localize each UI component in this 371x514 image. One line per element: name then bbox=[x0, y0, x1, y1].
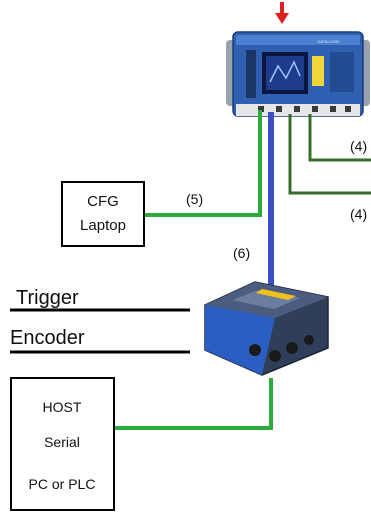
cable-host-green bbox=[115, 378, 273, 430]
cable-output-top bbox=[308, 114, 371, 162]
cfg-laptop-box bbox=[61, 181, 145, 247]
cable-output-bottom bbox=[288, 114, 371, 195]
controller-brand-label: DATALOGIC bbox=[317, 39, 340, 44]
host-box bbox=[10, 377, 115, 511]
host-label-line1: HOST bbox=[43, 399, 82, 415]
host-label-line2: Serial bbox=[44, 434, 80, 450]
cfg-laptop-label-line1: CFG bbox=[87, 193, 119, 210]
cfg-laptop-label-line2: Laptop bbox=[80, 217, 126, 234]
link-label-cfg: (5) bbox=[186, 191, 203, 207]
host-label-line3: PC or PLC bbox=[29, 476, 96, 492]
link-label-blue: (6) bbox=[233, 245, 250, 261]
link-label-output-top: (4) bbox=[350, 138, 367, 154]
trigger-label: Trigger bbox=[16, 287, 79, 309]
encoder-label: Encoder bbox=[10, 327, 85, 349]
controller-device: DATALOGIC bbox=[226, 31, 370, 117]
scanner-device bbox=[204, 281, 329, 376]
cable-cfg-green bbox=[145, 110, 262, 217]
link-label-output-bottom: (4) bbox=[350, 206, 367, 222]
arrow-down-icon bbox=[275, 2, 289, 24]
